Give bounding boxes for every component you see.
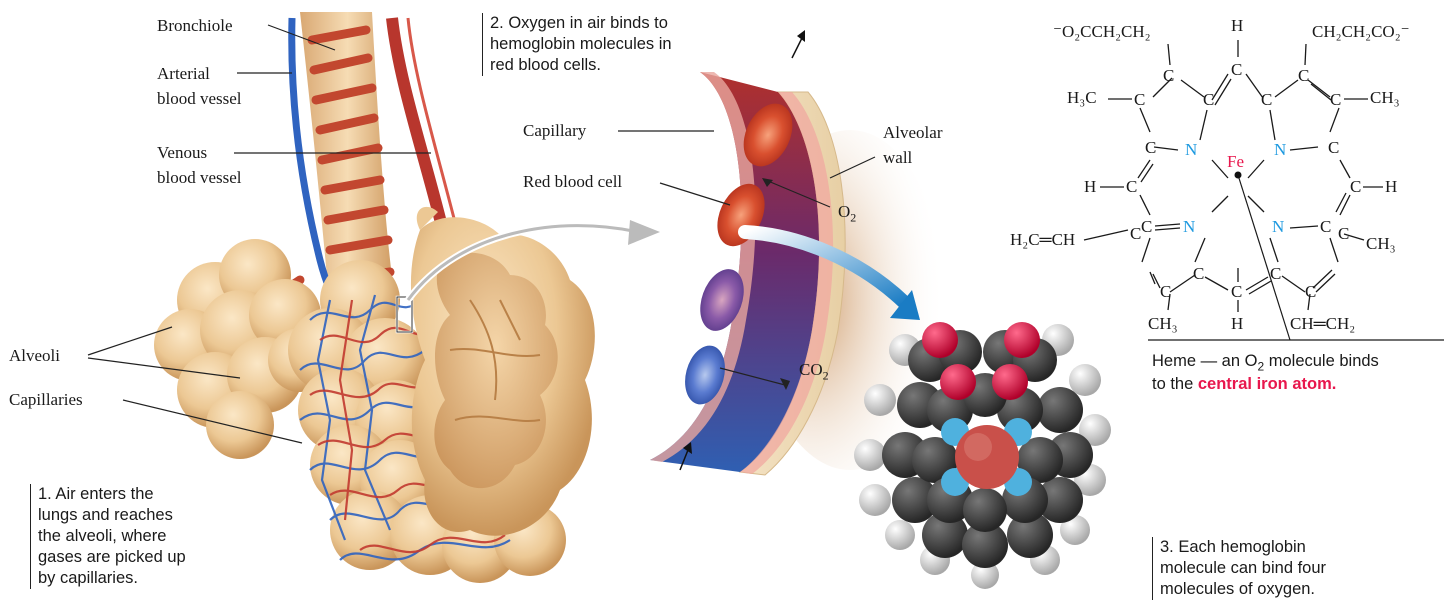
step-1-line: by capillaries. xyxy=(38,568,186,589)
heme-vinyl-right: CH═CH₂ xyxy=(1290,312,1355,335)
heme-top-left-group: ⁻O₂CCH₂CH₂ xyxy=(1053,20,1151,43)
heme-c: C xyxy=(1145,136,1156,159)
step-2-text: 2. Oxygen in air binds to hemoglobin mol… xyxy=(482,13,672,76)
label-arterial-line1: Arterial xyxy=(157,62,210,85)
heme-c: C xyxy=(1330,88,1341,111)
label-alveolar-line1: Alveolar xyxy=(883,121,942,144)
label-arterial-line2: blood vessel xyxy=(157,87,242,110)
heme-c: C xyxy=(1270,262,1281,285)
label-venous-line2: blood vessel xyxy=(157,166,242,189)
caption-highlight: central iron atom. xyxy=(1198,375,1336,393)
step-1-line: 1. Air enters the xyxy=(38,484,186,505)
heme-nitrogen: N xyxy=(1272,215,1284,238)
step-2-line: hemoglobin molecules in xyxy=(490,34,672,55)
heme-h: H xyxy=(1231,14,1243,37)
heme-h: H xyxy=(1385,175,1397,198)
step-1-text: 1. Air enters the lungs and reaches the … xyxy=(30,484,186,589)
label-red-blood-cell: Red blood cell xyxy=(523,170,622,193)
heme-c: C xyxy=(1261,88,1272,111)
heme-c: C xyxy=(1231,58,1242,81)
heme-c: C xyxy=(1193,262,1204,285)
heme-top-right-group: CH₂CH₂CO₂⁻ xyxy=(1312,20,1410,43)
label-co2: CO2 xyxy=(799,358,829,387)
heme-c: C xyxy=(1338,222,1349,245)
caption-text: molecule binds xyxy=(1264,352,1379,370)
heme-nitrogen: N xyxy=(1274,138,1286,161)
heme-c: C xyxy=(1328,136,1339,159)
label-capillaries: Capillaries xyxy=(9,388,83,411)
label-venous-line1: Venous xyxy=(157,141,207,164)
caption-text: Heme — an O xyxy=(1152,352,1257,370)
label-o2: O2 xyxy=(838,200,856,229)
cutaway-alveoli xyxy=(411,207,595,536)
step-3-line: molecules of oxygen. xyxy=(1160,579,1326,600)
heme-right-methyl: CH₃ xyxy=(1370,86,1400,109)
o2-text: O xyxy=(838,202,850,221)
o2-subscript: 2 xyxy=(850,210,856,224)
heme-h: H xyxy=(1084,175,1096,198)
heme-c: C xyxy=(1298,64,1309,87)
step-3-line: 3. Each hemoglobin xyxy=(1160,537,1326,558)
label-alveolar-line2: wall xyxy=(883,146,912,169)
heme-c: C xyxy=(1141,215,1152,238)
heme-c: C xyxy=(1134,88,1145,111)
heme-h: H xyxy=(1231,312,1243,335)
heme-c: C xyxy=(1126,175,1137,198)
heme-bottom-methyl: CH₃ xyxy=(1148,312,1178,335)
heme-c: C xyxy=(1203,88,1214,111)
heme-c: C xyxy=(1320,215,1331,238)
heme-c: C xyxy=(1350,175,1361,198)
heme-c: C xyxy=(1130,222,1141,245)
step-1-line: gases are picked up xyxy=(38,547,186,568)
heme-c: C xyxy=(1305,280,1316,303)
label-capillary: Capillary xyxy=(523,119,586,142)
heme-right-methyl-bottom: CH₃ xyxy=(1366,232,1396,255)
heme-left-methyl: H₃C xyxy=(1067,86,1097,109)
heme-vinyl-left: H₂C═CH xyxy=(1010,228,1075,251)
heme-c: C xyxy=(1160,280,1171,303)
step-3-text: 3. Each hemoglobin molecule can bind fou… xyxy=(1152,537,1326,600)
heme-caption-line2: to the central iron atom. xyxy=(1152,374,1336,395)
step-2-line: red blood cells. xyxy=(490,55,672,76)
step-1-line: the alveoli, where xyxy=(38,526,186,547)
heme-nitrogen: N xyxy=(1183,215,1195,238)
label-bronchiole: Bronchiole xyxy=(157,14,233,37)
co2-subscript: 2 xyxy=(823,368,829,382)
caption-text: to the xyxy=(1152,375,1198,393)
label-alveoli: Alveoli xyxy=(9,344,60,367)
heme-nitrogen: N xyxy=(1185,138,1197,161)
heme-iron: Fe xyxy=(1227,150,1244,173)
heme-c: C xyxy=(1231,280,1242,303)
step-2-line: 2. Oxygen in air binds to xyxy=(490,13,672,34)
co2-text: CO xyxy=(799,360,823,379)
step-1-line: lungs and reaches xyxy=(38,505,186,526)
heme-c: C xyxy=(1163,64,1174,87)
step-3-line: molecule can bind four xyxy=(1160,558,1326,579)
